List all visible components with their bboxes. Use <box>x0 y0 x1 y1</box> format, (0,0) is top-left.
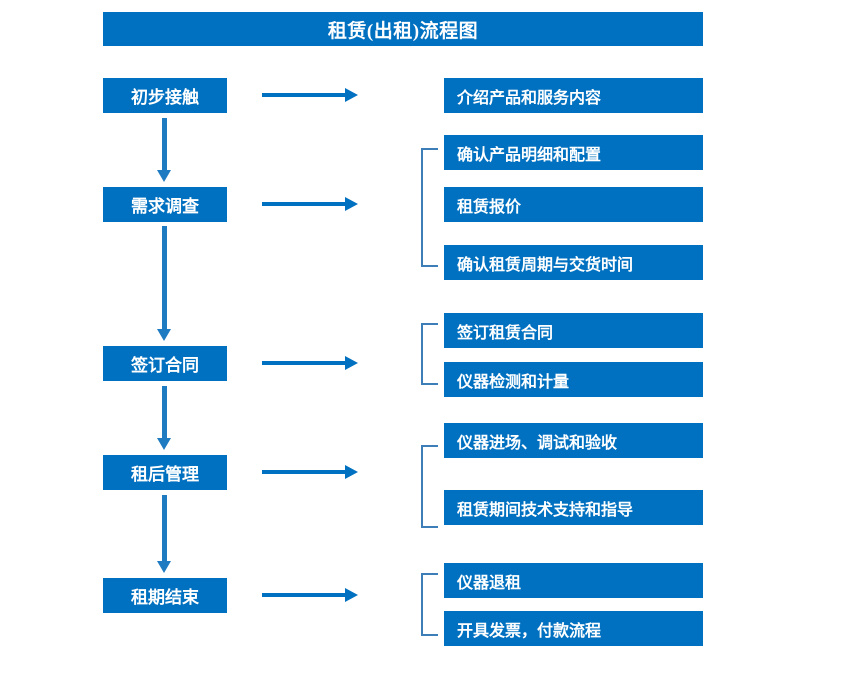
vertical-arrow-1 <box>157 118 171 182</box>
arrow-head-icon <box>157 170 171 182</box>
arrow-shaft <box>262 593 346 597</box>
arrow-shaft <box>162 226 167 329</box>
detail-box-3-2[interactable]: 仪器检测和计量 <box>444 362 703 397</box>
horizontal-arrow-5 <box>262 588 358 602</box>
arrow-shaft <box>162 386 167 438</box>
detail-box-5-1[interactable]: 仪器退租 <box>444 563 703 598</box>
arrow-head-icon <box>157 438 171 450</box>
arrow-shaft <box>262 202 346 206</box>
vertical-arrow-4 <box>157 495 171 573</box>
detail-box-2-2[interactable]: 租赁报价 <box>444 187 703 222</box>
detail-box-2-1[interactable]: 确认产品明细和配置 <box>444 135 703 170</box>
arrow-head-icon <box>345 588 358 602</box>
group-bracket-2 <box>421 148 438 267</box>
detail-box-5-2[interactable]: 开具发票，付款流程 <box>444 611 703 646</box>
arrow-head-icon <box>345 356 358 370</box>
detail-box-1-1[interactable]: 介绍产品和服务内容 <box>444 78 703 113</box>
arrow-head-icon <box>345 465 358 479</box>
vertical-arrow-3 <box>157 386 171 450</box>
stage-box-2[interactable]: 需求调查 <box>103 187 227 222</box>
detail-box-4-1[interactable]: 仪器进场、调试和验收 <box>444 423 703 458</box>
detail-box-2-3[interactable]: 确认租赁周期与交货时间 <box>444 245 703 280</box>
arrow-shaft <box>162 495 167 561</box>
horizontal-arrow-2 <box>262 197 358 211</box>
stage-box-4[interactable]: 租后管理 <box>103 455 227 490</box>
horizontal-arrow-3 <box>262 356 358 370</box>
arrow-head-icon <box>157 561 171 573</box>
stage-box-3[interactable]: 签订合同 <box>103 346 227 381</box>
arrow-head-icon <box>157 329 171 341</box>
detail-box-3-1[interactable]: 签订租赁合同 <box>444 313 703 348</box>
arrow-head-icon <box>345 88 358 102</box>
arrow-shaft <box>262 93 346 97</box>
arrow-shaft <box>262 361 346 365</box>
arrow-shaft <box>262 470 346 474</box>
page-title: 租赁(出租)流程图 <box>103 12 703 46</box>
arrow-head-icon <box>345 197 358 211</box>
group-bracket-5 <box>421 573 438 636</box>
stage-box-5[interactable]: 租期结束 <box>103 578 227 613</box>
stage-box-1[interactable]: 初步接触 <box>103 78 227 113</box>
detail-box-4-2[interactable]: 租赁期间技术支持和指导 <box>444 490 703 525</box>
arrow-shaft <box>162 118 167 170</box>
group-bracket-4 <box>421 445 438 528</box>
horizontal-arrow-4 <box>262 465 358 479</box>
vertical-arrow-2 <box>157 226 171 341</box>
horizontal-arrow-1 <box>262 88 358 102</box>
group-bracket-3 <box>421 323 438 385</box>
